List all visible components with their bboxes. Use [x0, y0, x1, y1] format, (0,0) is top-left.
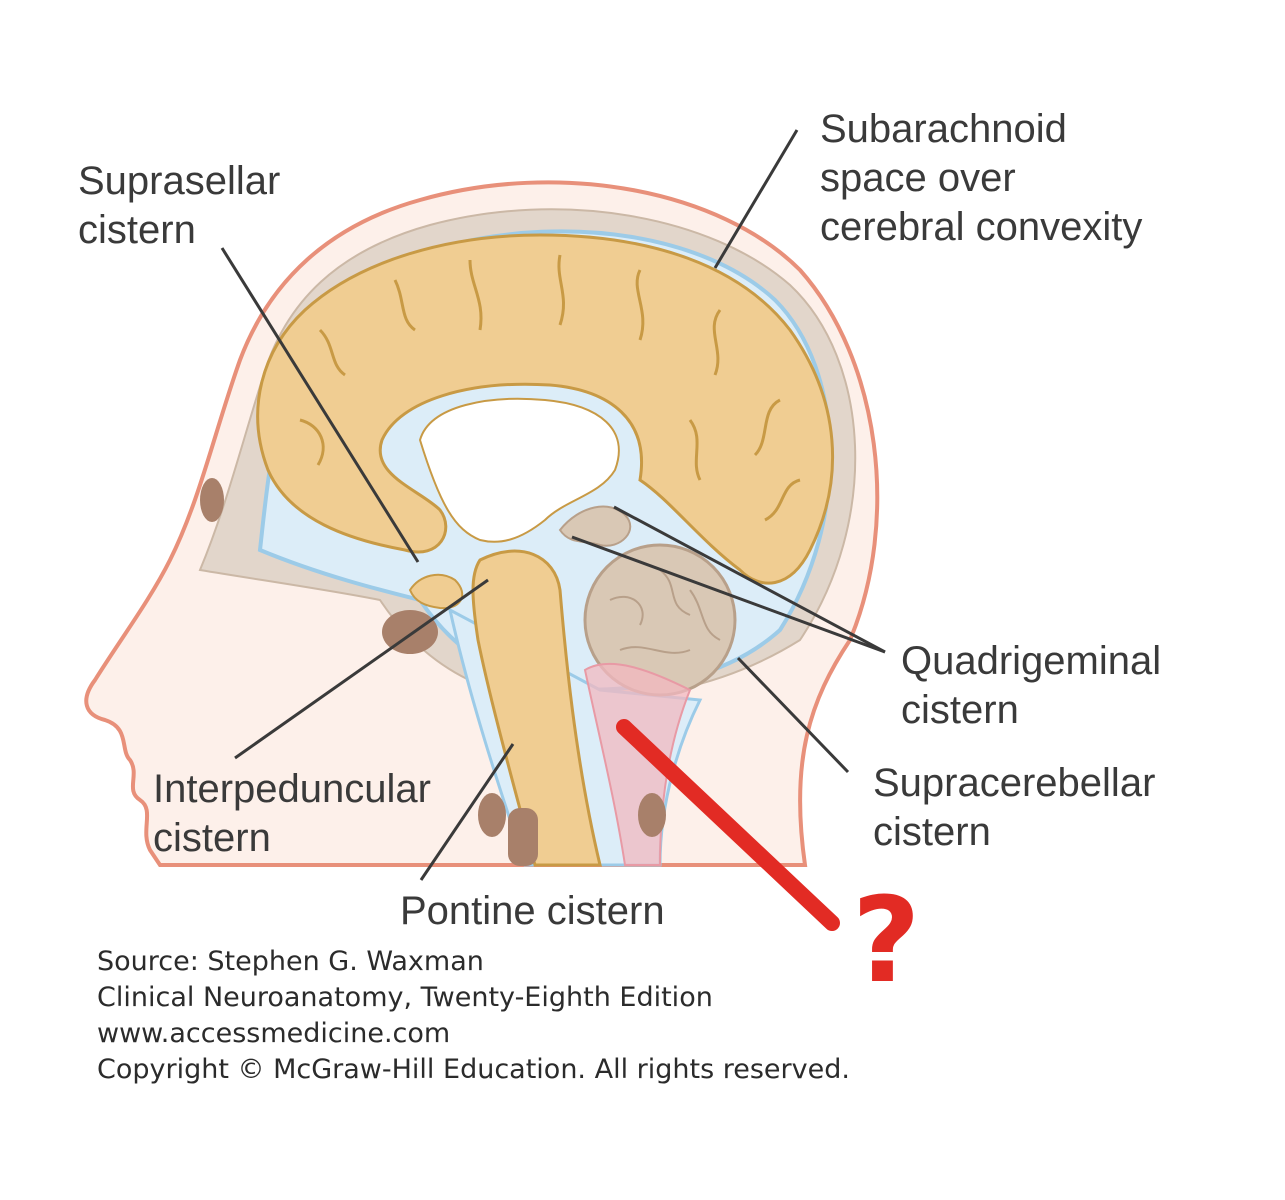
annotation-red-line	[616, 719, 840, 931]
leader-lines	[220, 129, 886, 881]
label-quadrigeminal-cistern: Quadrigeminal cistern	[901, 639, 1162, 732]
leader-quadrigeminal-b	[571, 535, 886, 654]
source-credit: Source: Stephen G. Waxman Clinical Neuro…	[97, 946, 850, 1085]
label-suprasellar-cistern: Suprasellar cistern	[78, 159, 281, 252]
cerebrum	[256, 233, 835, 585]
label-supracerebellar-cistern: Supracerebellar cistern	[873, 761, 1156, 854]
label-subarachnoid-space: Subarachnoid space over cerebral convexi…	[820, 107, 1143, 249]
leader-suprasellar	[220, 247, 420, 563]
leader-supracerebellar	[736, 656, 850, 774]
leader-quadrigeminal-a	[613, 505, 886, 654]
ventricle	[418, 397, 620, 543]
brainstem	[471, 549, 602, 867]
label-pontine-cistern: Pontine cistern	[400, 889, 665, 933]
cerebral-gyri	[299, 254, 801, 522]
label-interpeduncular-cistern: Interpeduncular cistern	[153, 767, 431, 860]
leader-interpeduncular	[234, 578, 489, 760]
dark-bone-masses	[200, 478, 666, 866]
question-mark-annotation: ?	[852, 871, 921, 1009]
leader-pontine	[419, 743, 515, 881]
leader-subarachnoid	[713, 129, 799, 269]
